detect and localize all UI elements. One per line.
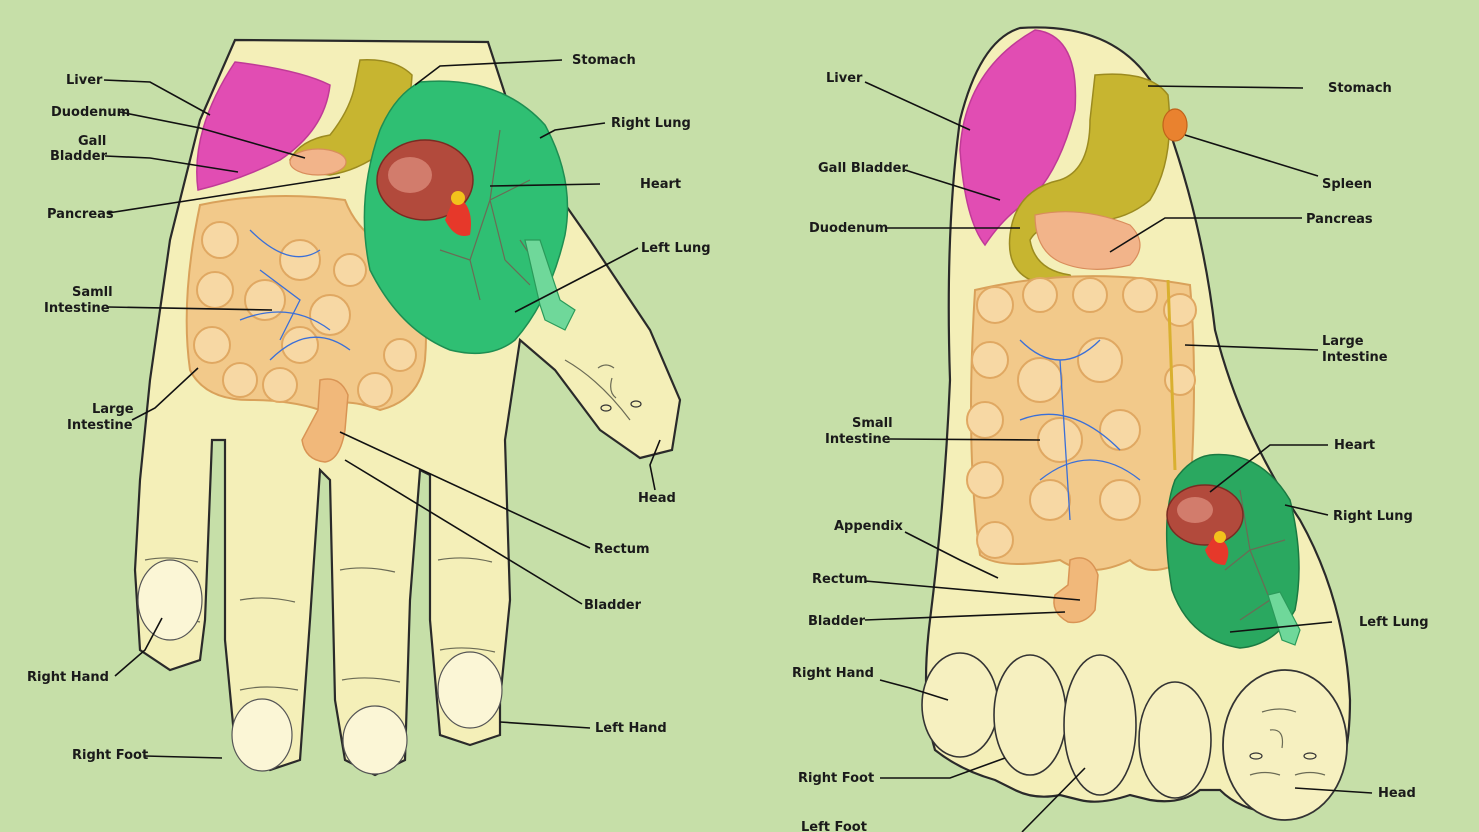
foot-label-duodenum: Duodenum [809, 221, 888, 236]
hand-label-duodenum: Duodenum [51, 105, 130, 120]
hand-pancreas [289, 148, 347, 176]
foot-label-large-intestine-1: Large [1322, 334, 1364, 349]
foot-spleen [1162, 108, 1188, 142]
foot-label-gall-bladder: Gall Bladder [818, 161, 908, 176]
foot-label-liver: Liver [826, 71, 863, 86]
foot-label-heart: Heart [1334, 438, 1375, 453]
hand-finger-creases [144, 359, 631, 691]
hand-trachea [524, 239, 576, 331]
foot-label-right-foot: Right Foot [798, 771, 874, 786]
hand-label-right-hand: Right Hand [27, 670, 109, 685]
foot-liver [959, 29, 1077, 247]
hand-label-right-foot: Right Foot [72, 748, 148, 763]
hand-label-small-intestine-2: Intestine [44, 301, 110, 316]
foot-label-spleen: Spleen [1322, 177, 1372, 192]
foot-label-small-intestine-2: Intestine [825, 432, 891, 447]
hand-heart [376, 139, 474, 236]
hand-liver [196, 61, 331, 191]
hand-label-large-intestine-1: Large [92, 402, 134, 417]
foot-label-head: Head [1378, 786, 1416, 801]
hand-label-gall: Gall [78, 134, 106, 149]
hand-label-bladder: Bladder [584, 598, 642, 613]
hand-label-stomach: Stomach [572, 53, 636, 68]
hand-diagram: Liver Duodenum Gall Bladder Pancreas Sam… [27, 38, 711, 777]
hand-label-pancreas: Pancreas [47, 207, 114, 222]
foot-label-left-foot: Left Foot [801, 820, 867, 832]
hand-label-heart: Heart [640, 177, 681, 192]
hand-thumb-face [597, 364, 642, 412]
foot-label-appendix: Appendix [834, 519, 904, 534]
foot-trachea [1267, 591, 1301, 646]
hand-label-head: Head [638, 491, 676, 506]
foot-label-bladder: Bladder [808, 614, 866, 629]
foot-label-stomach: Stomach [1328, 81, 1392, 96]
foot-label-small-intestine-1: Small [852, 416, 893, 431]
hand-lung-airways [439, 129, 561, 301]
foot-label-right-lung: Right Lung [1333, 509, 1413, 524]
foot-label-left-lung: Left Lung [1359, 615, 1429, 630]
hand-label-rectum: Rectum [594, 542, 650, 557]
foot-pancreas [1034, 211, 1141, 270]
hand-leader-lines [103, 59, 661, 759]
hand-label-small-intestine-1: Samll [72, 285, 113, 300]
hand-mini-hands [137, 559, 503, 775]
foot-label-pancreas: Pancreas [1306, 212, 1373, 227]
foot-label-right-hand: Right Hand [792, 666, 874, 681]
foot-lung-airways [1204, 489, 1286, 621]
hand-label-left-lung: Left Lung [641, 241, 711, 256]
foot-label-rectum: Rectum [812, 572, 868, 587]
foot-leader-lines [864, 81, 1373, 832]
foot-label-large-intestine-2: Intestine [1322, 350, 1388, 365]
hand-label-right-lung: Right Lung [611, 116, 691, 131]
foot-toes [921, 652, 1348, 821]
hand-label-left-hand: Left Hand [595, 721, 667, 736]
hand-label-liver: Liver [66, 73, 103, 88]
foot-intestines [966, 275, 1197, 624]
foot-heart [1166, 484, 1244, 565]
hand-label-large-intestine-2: Intestine [67, 418, 133, 433]
foot-diagram: Liver Gall Bladder Duodenum Small Intest… [792, 26, 1429, 832]
hand-label-bladder-gall: Bladder [50, 149, 108, 164]
